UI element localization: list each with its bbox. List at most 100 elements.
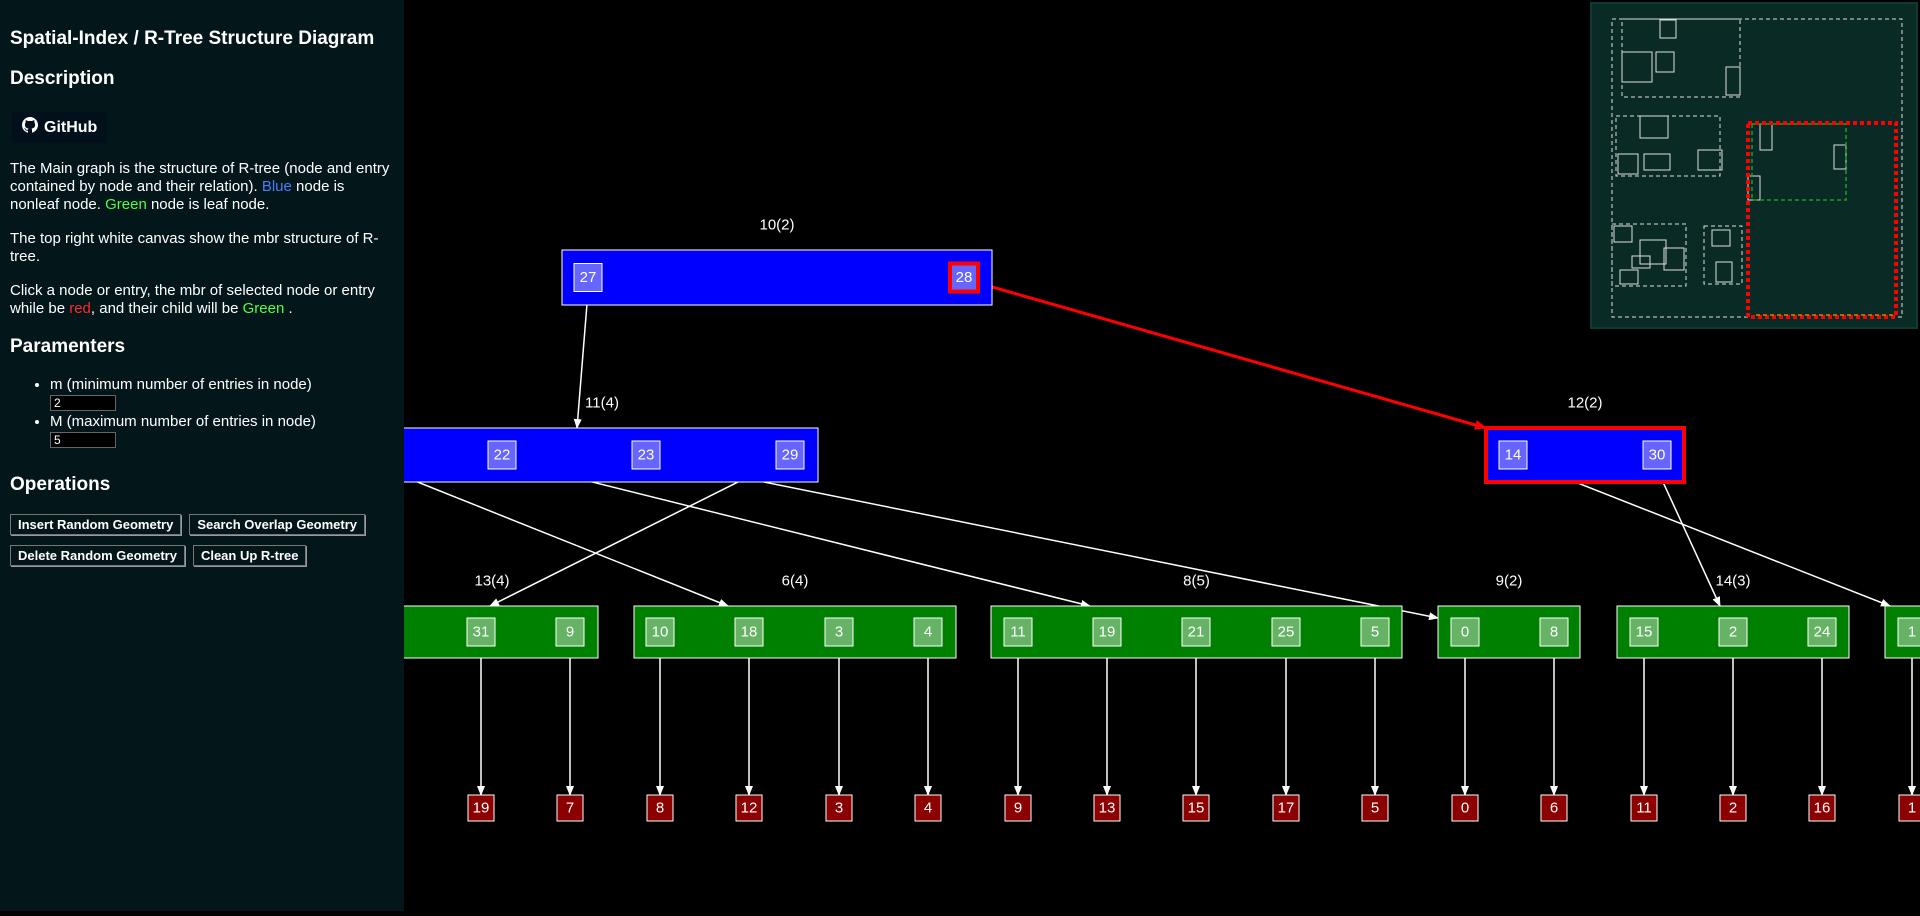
geometry-19[interactable]: 19 [467, 794, 495, 822]
entry-22[interactable] [487, 440, 517, 470]
geometry-box[interactable] [1182, 794, 1210, 822]
geometry-box[interactable] [1808, 794, 1836, 822]
geometry-6[interactable]: 6 [1540, 794, 1568, 822]
clean-up-rtree-button[interactable]: Clean Up R-tree [192, 545, 307, 566]
entry-5[interactable] [1360, 617, 1390, 647]
root-node-box[interactable] [561, 249, 993, 306]
geometry-4[interactable]: 4 [914, 794, 942, 822]
geometry-12[interactable]: 12 [735, 794, 763, 822]
geometry-2[interactable]: 2 [1719, 794, 1747, 822]
entry-19[interactable] [1092, 617, 1122, 647]
geometry-8[interactable]: 8 [646, 794, 674, 822]
mbr-child-green [1751, 123, 1847, 201]
param-m-input[interactable] [50, 395, 116, 411]
mbr-minimap[interactable] [1590, 2, 1918, 329]
para1-text: The Main graph is the structure of R-tre… [10, 160, 390, 195]
entry-8[interactable] [1539, 617, 1569, 647]
entry-9[interactable] [555, 617, 585, 647]
entry-25[interactable] [1271, 617, 1301, 647]
geometry-9[interactable]: 9 [1004, 794, 1032, 822]
edge [389, 470, 729, 607]
operations-buttons: Insert Random Geometry Search Overlap Geo… [10, 514, 400, 576]
entry-15[interactable] [1629, 617, 1659, 647]
geometry-16[interactable]: 16 [1808, 794, 1836, 822]
geometry-3[interactable]: 3 [825, 794, 853, 822]
leaf-node-1-box[interactable] [633, 605, 957, 659]
geometry-box[interactable] [1719, 794, 1747, 822]
geometry-box[interactable] [1540, 794, 1568, 822]
insert-random-geometry-button[interactable]: Insert Random Geometry [10, 514, 182, 535]
entry-2[interactable] [1718, 617, 1748, 647]
geometry-box[interactable] [1272, 794, 1300, 822]
entry-1[interactable] [1897, 617, 1920, 647]
leaf-node-4-box[interactable] [1616, 605, 1850, 659]
geometry-7[interactable]: 7 [556, 794, 584, 822]
geometry-rect [1621, 51, 1653, 83]
parameters-list: m (minimum number of entries in node) M … [10, 376, 316, 450]
geometry-box[interactable] [1093, 794, 1121, 822]
geometry-box[interactable] [1630, 794, 1658, 822]
geometry-box[interactable] [914, 794, 942, 822]
entry-10[interactable] [645, 617, 675, 647]
entry-3[interactable] [824, 617, 854, 647]
mbr-box [1621, 18, 1741, 98]
entry-21[interactable] [1181, 617, 1211, 647]
entry-18[interactable] [734, 617, 764, 647]
geometry-17[interactable]: 17 [1272, 794, 1300, 822]
leaf-node-5[interactable]: 1 [1884, 605, 1920, 659]
geometry-rect [1643, 153, 1671, 171]
entry-4[interactable] [913, 617, 943, 647]
edge [489, 462, 777, 607]
entry-28[interactable] [948, 261, 980, 294]
geometry-11[interactable]: 11 [1630, 794, 1658, 822]
nonleaf-node-12-2--box[interactable] [1484, 426, 1686, 484]
sidebar: Spatial-Index / R-Tree Structure Diagram… [0, 0, 404, 911]
leaf-node-3-box[interactable] [1437, 605, 1581, 659]
geometry-13[interactable]: 13 [1093, 794, 1121, 822]
geometry-5[interactable]: 5 [1361, 794, 1389, 822]
description-heading: Description [10, 68, 115, 89]
delete-random-geometry-button[interactable]: Delete Random Geometry [10, 545, 185, 566]
entry-label-21: 21 [1188, 624, 1205, 641]
geometry-15[interactable]: 15 [1182, 794, 1210, 822]
geometry-1[interactable]: 1 [1898, 794, 1920, 822]
geometry-rect [1711, 229, 1731, 247]
search-overlap-geometry-button[interactable]: Search Overlap Geometry [189, 514, 366, 535]
entry-23[interactable] [631, 440, 661, 470]
param-M-input[interactable] [50, 432, 116, 448]
github-button[interactable]: GitHub [12, 112, 108, 143]
geometry-box[interactable] [1004, 794, 1032, 822]
green-word-2: Green [242, 300, 285, 317]
geometry-box[interactable] [1361, 794, 1389, 822]
geometry-0[interactable]: 0 [1451, 794, 1479, 822]
entry-30[interactable] [1642, 440, 1672, 470]
geometry-box[interactable] [467, 794, 495, 822]
geometry-box[interactable] [825, 794, 853, 822]
geometry-box[interactable] [556, 794, 584, 822]
entry-14[interactable] [1498, 440, 1528, 470]
geometry-box[interactable] [1451, 794, 1479, 822]
geometry-box[interactable] [735, 794, 763, 822]
leaf-node-5-box[interactable] [1884, 605, 1920, 659]
nonleaf-node-11-4--box[interactable] [385, 427, 819, 483]
entry-11[interactable] [1003, 617, 1033, 647]
geometry-box[interactable] [646, 794, 674, 822]
leaf-node-2-box[interactable] [990, 605, 1403, 659]
entry-24[interactable] [1807, 617, 1837, 647]
entry-0[interactable] [1450, 617, 1480, 647]
entry-27[interactable] [573, 263, 603, 292]
entry-31[interactable] [466, 617, 496, 647]
leaf-node-0-box[interactable] [385, 605, 599, 659]
entry-29[interactable] [775, 440, 805, 470]
geometry-box[interactable] [1898, 794, 1920, 822]
